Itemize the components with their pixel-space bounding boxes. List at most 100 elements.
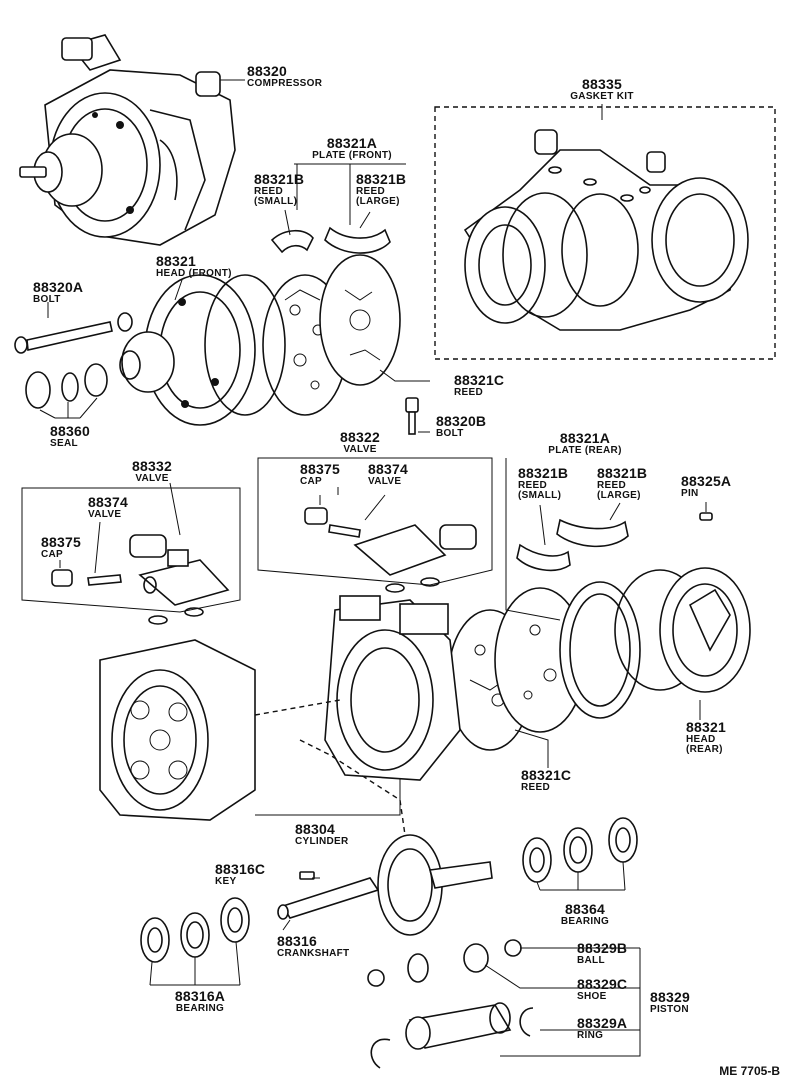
part-name: GASKET KIT <box>570 91 634 102</box>
leader-lines <box>39 79 707 1057</box>
part-number: 88329A <box>577 1015 628 1031</box>
part-number: 88321 <box>156 253 196 269</box>
valve-small-front-drawing <box>87 574 122 586</box>
label-valve-small-rear: 88374 VALVE <box>368 462 408 487</box>
part-number: 88321B <box>597 465 648 481</box>
compressor-assembly-drawing <box>19 34 236 246</box>
reference-code: ME 7705-B <box>719 1064 780 1078</box>
piston-drawing <box>405 1002 512 1050</box>
part-number: 88374 <box>368 461 408 477</box>
label-reed-large-rear: 88321B REED (LARGE) <box>597 466 657 501</box>
part-number: 88329 <box>650 989 690 1005</box>
part-name: PLATE (FRONT) <box>312 150 392 161</box>
part-number: 88364 <box>565 901 605 917</box>
part-name: REED (LARGE) <box>597 480 641 501</box>
part-name: REED (SMALL) <box>518 480 562 501</box>
part-number: 88320A <box>33 279 84 295</box>
label-crankshaft: 88316 CRANKSHAFT <box>277 934 349 959</box>
label-key: 88316C KEY <box>215 862 265 887</box>
bearing-rear-drawing <box>522 817 638 883</box>
label-valve-rear: 88322 VALVE <box>340 430 380 455</box>
part-number: 88321A <box>559 430 611 446</box>
label-bearing-front: 88316A BEARING <box>175 989 225 1014</box>
gasket-rear-drawing <box>559 569 706 719</box>
bolt-long-drawing <box>14 312 133 354</box>
part-name: HEAD (FRONT) <box>156 268 232 279</box>
label-head-front: 88321 HEAD (FRONT) <box>156 254 232 279</box>
part-number: 88321B <box>356 171 407 187</box>
part-name: REED <box>454 387 483 398</box>
label-valve-small-front: 88374 VALVE <box>88 495 128 520</box>
part-number: 88375 <box>41 534 81 550</box>
part-name: HEAD (REAR) <box>686 734 723 755</box>
label-shoe: 88329C SHOE <box>577 977 627 1002</box>
valve-front-bracket <box>21 487 241 613</box>
label-plate-front: 88321A PLATE (FRONT) <box>312 136 392 161</box>
part-name: CAP <box>300 476 323 487</box>
part-number: 88304 <box>295 821 335 837</box>
label-ring: 88329A RING <box>577 1016 627 1041</box>
label-reed-large-front: 88321B REED (LARGE) <box>356 172 416 207</box>
cap-front-drawing <box>51 569 73 587</box>
label-bolt-long: 88320A BOLT <box>33 280 83 305</box>
part-number: 88329B <box>577 940 628 956</box>
part-name: PLATE (REAR) <box>548 445 622 456</box>
seal-drawing <box>25 363 108 409</box>
part-name: PIN <box>681 488 699 499</box>
part-name: BOLT <box>436 428 464 439</box>
part-name: VALVE <box>135 473 169 484</box>
part-name: VALVE <box>368 476 402 487</box>
pin-drawing <box>699 512 713 521</box>
label-reed-small-front: 88321B REED (SMALL) <box>254 172 314 207</box>
part-name: REED <box>521 782 550 793</box>
ring-drawing <box>370 1007 534 1069</box>
part-name: VALVE <box>88 509 122 520</box>
bearing-front-drawing <box>140 897 250 963</box>
part-name: VALVE <box>343 444 377 455</box>
valve-front-drawing <box>129 534 230 625</box>
label-cap-front: 88375 CAP <box>41 535 81 560</box>
part-name: REED (SMALL) <box>254 186 298 207</box>
part-number: 88320 <box>247 63 287 79</box>
gasket-kit-drawing <box>463 129 749 331</box>
part-number: 88316C <box>215 861 266 877</box>
valve-small-rear-drawing <box>328 524 361 538</box>
part-number: 88321 <box>686 719 726 735</box>
part-number: 88360 <box>50 423 90 439</box>
part-number: 88325A <box>681 473 732 489</box>
part-number: 88316 <box>277 933 317 949</box>
label-bearing-rear: 88364 BEARING <box>561 902 609 927</box>
valve-rear-bracket <box>257 457 493 586</box>
label-compressor: 88320 COMPRESSOR <box>247 64 322 89</box>
label-cylinder: 88304 CYLINDER <box>295 822 349 847</box>
part-number: 88321C <box>521 767 572 783</box>
label-cap-rear: 88375 CAP <box>300 462 340 487</box>
part-number: 88332 <box>132 458 172 474</box>
reed-small-rear-drawing <box>516 543 571 572</box>
label-head-rear: 88321 HEAD (REAR) <box>686 720 736 755</box>
part-number: 88320B <box>436 413 487 429</box>
reed-small-front-drawing <box>270 229 314 254</box>
label-piston: 88329 PISTON <box>650 990 690 1015</box>
label-reed-rear: 88321C REED <box>521 768 571 793</box>
label-plate-rear: 88321A PLATE (REAR) <box>548 431 621 456</box>
part-number: 88374 <box>88 494 128 510</box>
gasket-kit-box <box>434 106 776 360</box>
part-name: CRANKSHAFT <box>277 948 350 959</box>
reed-front-plate-drawing <box>319 254 401 386</box>
crankshaft-drawing <box>277 834 493 936</box>
label-gasket-kit: 88335 GASKET KIT <box>570 77 634 102</box>
part-name: PISTON <box>650 1004 689 1015</box>
part-number: 88322 <box>340 429 380 445</box>
part-name: RING <box>577 1030 604 1041</box>
part-number: 88321B <box>518 465 569 481</box>
valve-rear-drawing <box>353 524 477 593</box>
label-pin: 88325A PIN <box>681 474 731 499</box>
part-name: BOLT <box>33 294 61 305</box>
part-number: 88321C <box>454 372 505 388</box>
bolt-short-drawing <box>405 397 419 435</box>
part-name: KEY <box>215 876 237 887</box>
part-name: CYLINDER <box>295 836 349 847</box>
